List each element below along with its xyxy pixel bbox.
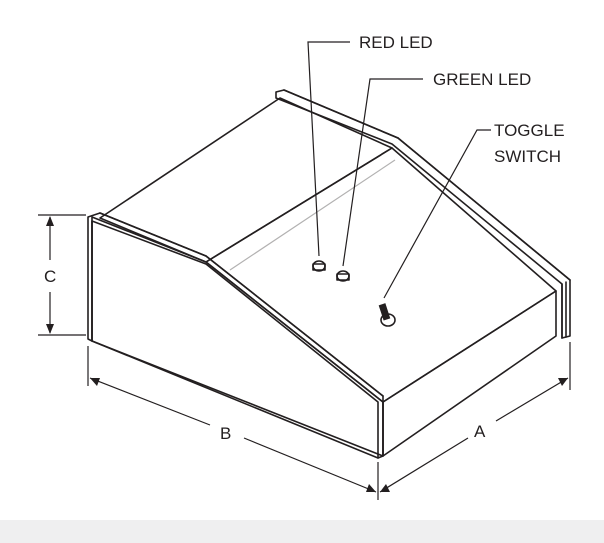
green-led: [336, 270, 350, 282]
sloped-front-panel: [205, 147, 557, 403]
toggle-switch-label-line1: TOGGLE: [494, 121, 565, 140]
toggle-switch-leader: [383, 129, 491, 299]
red-led-label: RED LED: [359, 33, 433, 52]
green-led-label: GREEN LED: [433, 70, 531, 89]
dimension-a-label: A: [474, 422, 486, 441]
bottom-band: [0, 520, 604, 543]
red-led: [312, 260, 326, 272]
right-side-face: [382, 290, 557, 457]
dimension-b-label: B: [220, 424, 231, 443]
dimension-c-label: C: [44, 267, 56, 286]
left-end-plate: [87, 212, 384, 459]
front-face: [91, 216, 384, 457]
rear-top-panel: [99, 97, 393, 263]
toggle-switch: [378, 303, 396, 327]
leader-lines: [307, 41, 491, 299]
right-end-plate: [275, 89, 571, 339]
enclosure-body: [91, 97, 557, 457]
dimension-c: [38, 214, 86, 336]
enclosure-diagram: RED LED GREEN LED TOGGLE SWITCH C B A: [38, 33, 571, 500]
dimension-a: [379, 342, 571, 493]
toggle-switch-label-line2: SWITCH: [494, 147, 561, 166]
dimension-b: [87, 346, 379, 500]
green-led-leader: [342, 78, 423, 267]
red-led-leader: [307, 41, 350, 257]
